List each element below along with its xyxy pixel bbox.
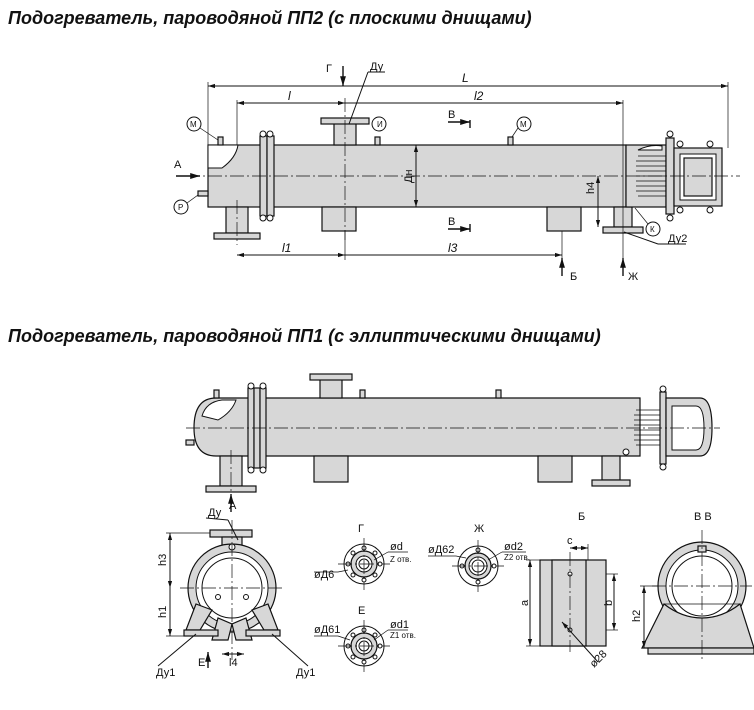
flange-Zh: Ж ød2 Z2 отв. øД62 [428,523,530,592]
flange-E-D: øД61 [314,624,340,636]
pp1-shell [193,397,641,457]
flange-G-d: ød [390,541,403,553]
flange-Zh-d: ød2 [504,541,523,553]
dim-l2: l2 [474,89,484,103]
dim-h4: h4 [585,182,597,194]
label-I: И [377,120,383,129]
label-V-bottom: В [448,216,455,228]
pp1-label-A: А [229,500,237,512]
label-E: Е [198,657,205,669]
support-B-c: c [567,535,573,547]
label-A: А [174,159,182,171]
front-view: Ду h3 h1 l4 Ду1 Ду1 Е [156,507,315,679]
section-VV-title: В В [694,511,712,523]
support-B: Б c a b ø28 [519,511,618,670]
title-pp1: Подогреватель, пароводяной ПП1 (с эллипт… [8,326,601,346]
label-Du2: Ду2 [668,233,687,245]
support-B-a: a [519,599,531,606]
dim-l4: l4 [229,657,238,669]
pp2-support-right [546,206,582,232]
flange-Zh-title: Ж [474,523,484,535]
pp2-support-left [321,206,357,232]
support-B-title: Б [578,511,585,523]
flange-G-title: Г [358,523,364,535]
dim-h1: h1 [157,606,169,618]
label-M2: М [520,120,527,129]
label-B: Б [570,271,577,283]
title-pp2: Подогреватель, пароводяной ПП2 (с плоски… [8,8,532,28]
flange-Zh-D: øД62 [428,544,454,556]
flange-G-holes: Z отв. [390,555,412,564]
dim-l1: l1 [282,241,291,255]
support-B-hole: ø28 [588,648,610,670]
dim-h3: h3 [157,554,169,566]
dim-L: L [462,71,469,85]
dim-l3: l3 [448,241,458,255]
label-K: К [650,225,655,234]
flange-E-title: Е [358,605,365,617]
pp1-drawing: А [185,373,720,512]
section-VV: В В h2 [631,511,754,660]
flange-E-holes: Z1 отв. [390,631,416,640]
label-Du1-right: Ду1 [296,667,315,679]
label-M1: М [190,120,197,129]
flange-G-D: øД6 [314,569,334,581]
flange-E-d: ød1 [390,619,409,631]
label-V-top: В [448,109,455,121]
support-B-b: b [603,600,615,606]
label-P: Р [178,203,183,212]
label-G: Г [326,63,332,75]
flange-G: Г ød Z отв. øД6 [314,523,412,590]
flange-Zh-holes: Z2 отв. [504,553,530,562]
dim-l: l [288,89,291,103]
pp2-drawing: L l l2 l1 l3 Г Ду В В М М И Р К А Дн h4 … [173,61,740,283]
dim-h2: h2 [631,610,643,622]
label-Du: Ду [370,61,384,73]
label-Zh: Ж [628,271,638,283]
pp2-left-head [207,144,239,169]
front-label-Du: Ду [208,507,222,519]
label-Du1-left: Ду1 [156,667,175,679]
flange-E: Е ød1 Z1 отв. øД61 [314,605,416,672]
dim-Dn: Дн [403,169,415,183]
pp1-left-head-cut [201,399,237,421]
